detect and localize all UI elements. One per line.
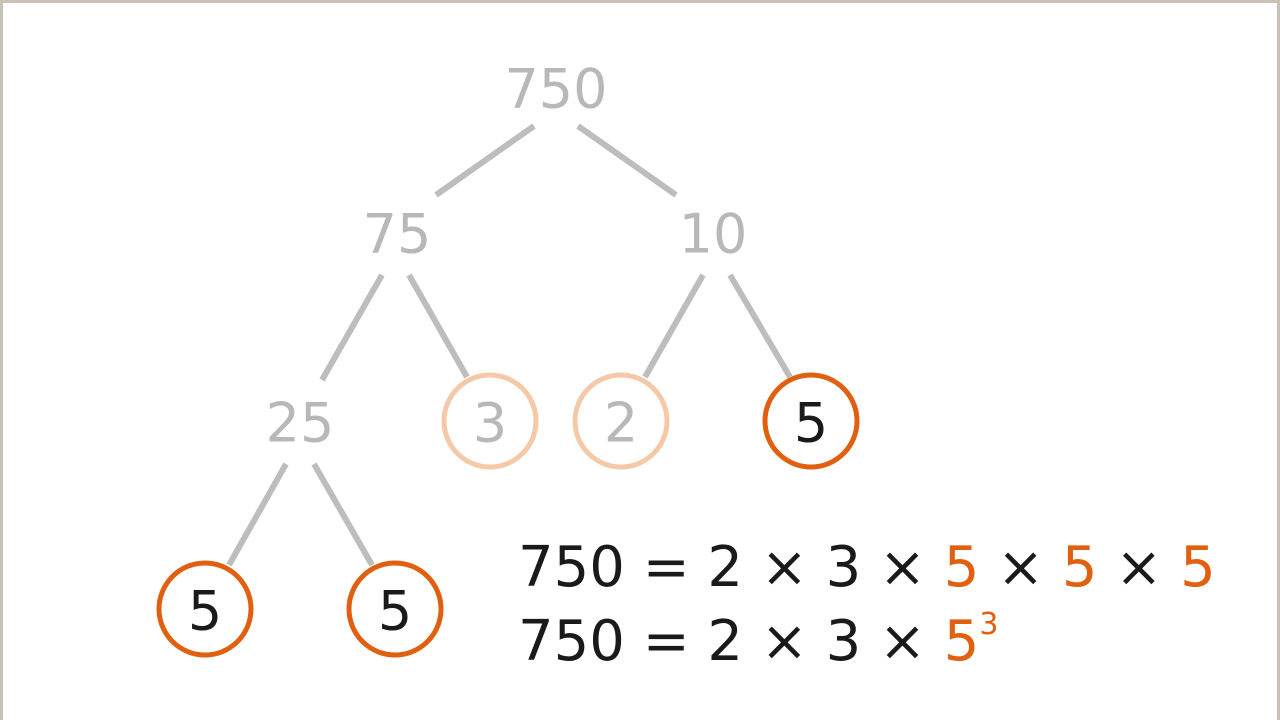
equation-expanded-lhs: 750 = 2 × 3 × (518, 535, 944, 600)
equation-index-form: 750 = 2 × 3 × 53 (518, 610, 998, 670)
times-sign: × (1097, 535, 1181, 600)
faded-circle-2 (572, 372, 670, 470)
faded-circle-3 (441, 372, 539, 470)
prime-circle-5b (156, 560, 254, 658)
edge-25-5-left (226, 462, 289, 567)
node-750: 750 (504, 58, 607, 121)
node-5c: 5 (378, 580, 412, 643)
node-75: 75 (363, 203, 432, 266)
node-2: 2 (604, 392, 638, 455)
edge-10-5 (727, 273, 793, 379)
equation-expanded: 750 = 2 × 3 × 5 × 5 × 5 (518, 540, 1216, 596)
times-sign: × (979, 535, 1062, 600)
power-exponent: 3 (979, 607, 999, 642)
factor-5-first: 5 (943, 535, 980, 600)
prime-circle-5a (762, 372, 860, 470)
node-3: 3 (473, 392, 507, 455)
edge-75-25 (319, 273, 385, 382)
node-5b: 5 (188, 580, 222, 643)
prime-circle-5c (346, 560, 444, 658)
factor-5-third: 5 (1180, 535, 1216, 600)
edges (226, 123, 793, 567)
edge-10-2 (642, 273, 706, 379)
node-25: 25 (266, 392, 335, 455)
factor-5-second: 5 (1061, 535, 1098, 600)
equation-index-lhs: 750 = 2 × 3 × (518, 609, 944, 674)
edge-25-5-right (311, 462, 375, 567)
edge-750-75 (434, 123, 536, 198)
node-5a: 5 (794, 392, 828, 455)
edge-750-10 (576, 123, 678, 198)
power-base: 5 (943, 609, 980, 674)
edge-75-3 (406, 273, 470, 379)
node-10: 10 (679, 203, 748, 266)
